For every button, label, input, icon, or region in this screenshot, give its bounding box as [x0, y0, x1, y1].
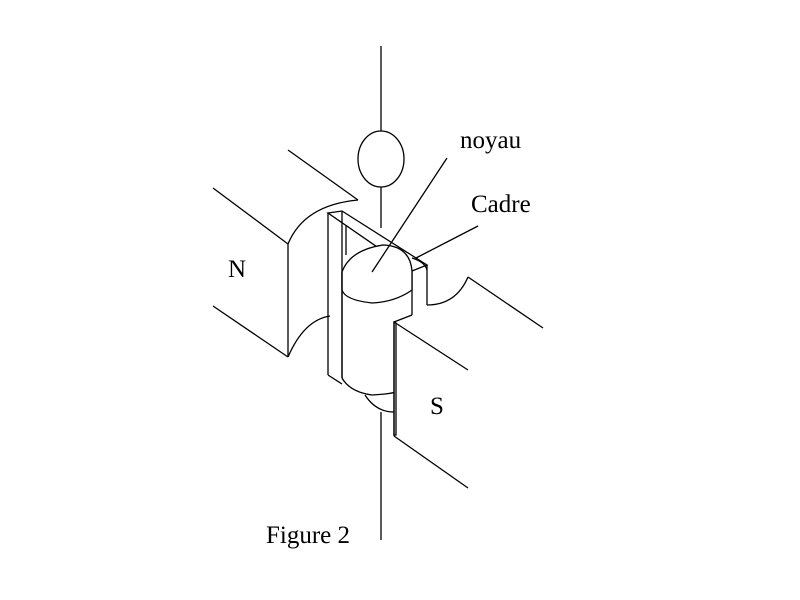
figure-caption: Figure 2 — [266, 522, 350, 549]
cadre-leader-line — [415, 225, 479, 259]
noyau-leader-line — [371, 157, 448, 273]
south-pole-label: S — [430, 393, 444, 420]
north-pole-label: N — [228, 256, 246, 283]
noyau-label: noyau — [460, 127, 522, 154]
cadre-label: Cadre — [471, 191, 531, 218]
mirror — [357, 130, 405, 188]
south-pole-piece — [393, 276, 544, 489]
soft-iron-core — [341, 244, 428, 413]
north-pole-piece — [212, 149, 359, 358]
